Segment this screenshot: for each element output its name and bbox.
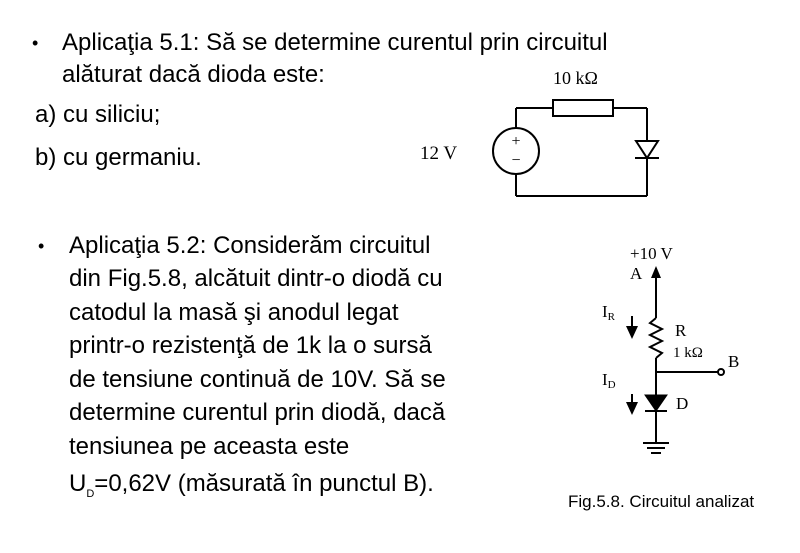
- app-5-2-line5: de tensiune continuă de 10V. Să se: [69, 366, 446, 393]
- source-minus: −: [511, 152, 520, 169]
- app-5-2-line2: din Fig.5.8, alcătuit dintr-o diodă cu: [69, 265, 443, 292]
- app-5-2-line8: UD=0,62V (măsurată în punctul B).: [69, 469, 434, 509]
- app-5-2-line7: tensiunea pe aceasta este: [69, 433, 350, 460]
- app-5-1-line2: alăturat dacă dioda este:: [62, 61, 325, 88]
- app-5-1-item-a: a) cu siliciu;: [35, 101, 161, 128]
- diode-triangle: [634, 140, 660, 160]
- node-b-label: B: [728, 352, 739, 371]
- bullet-5-1: •: [32, 33, 39, 53]
- ir-arrow-icon: [626, 326, 638, 339]
- circuit-5-1-diagram: + − 10 kΩ 12 V: [420, 68, 660, 197]
- current-ir-label: IR: [602, 302, 616, 323]
- app-5-1-line1: Aplicaţia 5.1: Să se determine curentul …: [62, 29, 608, 56]
- supply-arrow-icon: [651, 266, 661, 278]
- voltage-value-text: =0,62V (măsurată în punctul B).: [94, 470, 434, 497]
- current-id-label: ID: [602, 370, 616, 391]
- circuit-fig-5-8-diagram: +10 V A IR R 1 kΩ B ID D: [602, 244, 739, 454]
- app-5-2-line1: Aplicaţia 5.2: Considerăm circuitul: [69, 232, 431, 259]
- resistor-r: [647, 317, 665, 359]
- app-5-2-line6: determine curentul prin diodă, dacă: [69, 399, 446, 426]
- voltage-subscript: D: [86, 487, 95, 500]
- resistor-name-label: R: [675, 321, 687, 340]
- app-5-2-line4: printr-o rezistenţă de 1k la o sursă: [69, 332, 432, 359]
- app-5-2-line3: catodul la masă şi anodul legat: [69, 299, 399, 326]
- supply-label: +10 V: [630, 244, 674, 263]
- id-arrow-icon: [626, 402, 638, 415]
- node-a-label: A: [630, 264, 643, 283]
- resistor-value-label: 1 kΩ: [673, 345, 703, 361]
- terminal-b: [717, 368, 725, 376]
- bullet-5-2: •: [38, 236, 45, 256]
- app-5-1-item-b: b) cu germaniu.: [35, 144, 202, 171]
- resistor-label: 10 kΩ: [553, 68, 598, 88]
- source-plus: +: [511, 133, 520, 150]
- source-label: 12 V: [420, 143, 457, 164]
- figure-caption: Fig.5.8. Circuitul analizat: [568, 492, 755, 511]
- diode-name-label: D: [676, 394, 688, 413]
- resistor-10k: [552, 99, 614, 117]
- diode-d-triangle: [644, 394, 668, 412]
- voltage-symbol: U: [69, 470, 87, 497]
